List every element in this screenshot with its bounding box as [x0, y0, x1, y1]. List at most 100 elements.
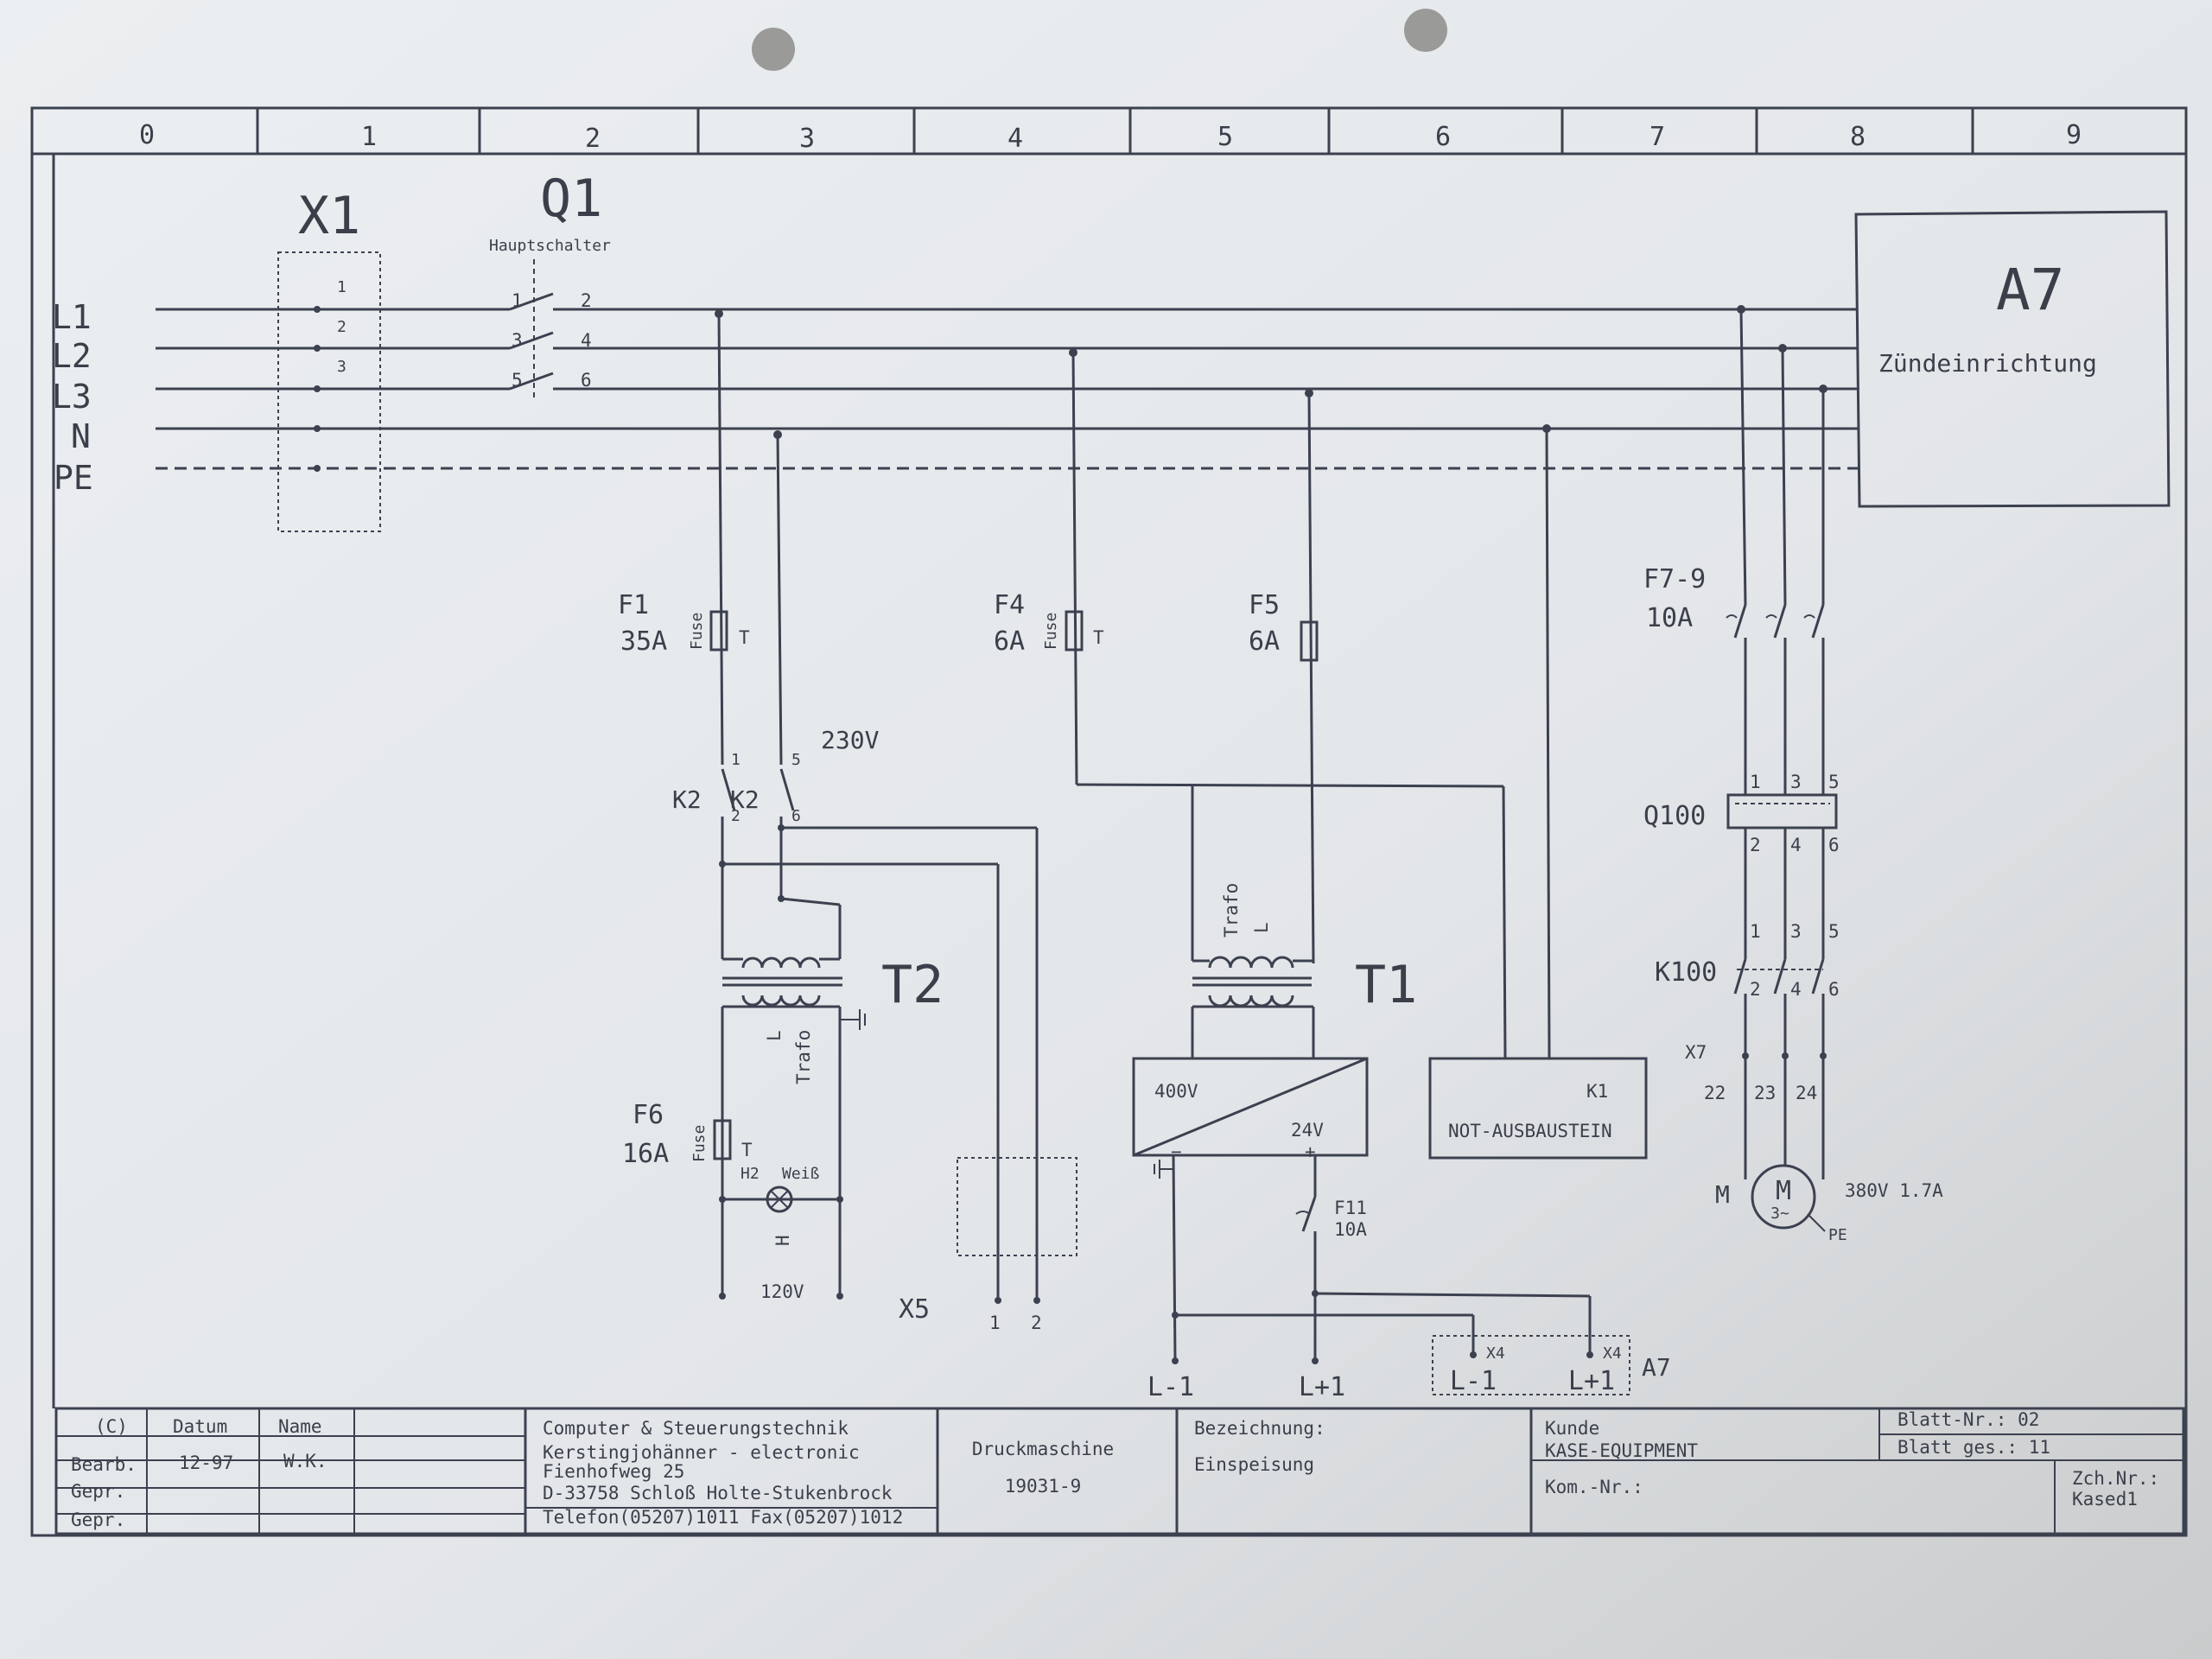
svg-text:400V: 400V — [1154, 1081, 1198, 1102]
zone-label: 0 — [139, 120, 155, 150]
svg-text:L: L — [764, 1030, 785, 1041]
svg-text:X4: X4 — [1486, 1344, 1505, 1363]
svg-text:4: 4 — [581, 330, 592, 351]
bus-labels: L1 L2 L3 N PE — [52, 298, 93, 497]
svg-text:L-1: L-1 — [1450, 1366, 1497, 1396]
svg-text:Q100: Q100 — [1643, 801, 1706, 831]
svg-text:6: 6 — [1828, 979, 1840, 1000]
svg-text:Trafo: Trafo — [1221, 883, 1242, 938]
svg-text:1: 1 — [989, 1313, 1001, 1333]
fuse-f4 — [1065, 610, 1084, 652]
svg-text:5: 5 — [1828, 772, 1840, 792]
svg-text:16A: 16A — [622, 1139, 669, 1169]
svg-text:A7: A7 — [1642, 1353, 1671, 1382]
svg-text:5: 5 — [791, 751, 801, 769]
svg-text:X7: X7 — [1685, 1042, 1707, 1063]
svg-text:T: T — [741, 1140, 753, 1160]
t2-title: T2 — [881, 955, 944, 1015]
svg-text:5: 5 — [512, 370, 523, 391]
power-bus — [156, 306, 1858, 472]
svg-text:6: 6 — [1828, 835, 1840, 855]
terminal-x5: X5 1 2 — [899, 1157, 1077, 1333]
svg-text:Telefon(05207)1011 Fax(05207)1: Telefon(05207)1011 Fax(05207)1012 — [543, 1507, 903, 1528]
power-supply — [1132, 1057, 1369, 1157]
svg-text:K2: K2 — [672, 785, 702, 814]
a7-name: Zündeinrichtung — [1878, 349, 2097, 378]
svg-text:Bezeichnung:: Bezeichnung: — [1194, 1418, 1325, 1439]
svg-text:2: 2 — [731, 807, 741, 825]
svg-text:120V: 120V — [760, 1281, 804, 1302]
svg-text:Kom.-Nr.:: Kom.-Nr.: — [1545, 1477, 1643, 1497]
svg-text:M: M — [1776, 1176, 1791, 1206]
svg-text:Blatt ges.: 11: Blatt ges.: 11 — [1897, 1437, 2050, 1458]
bus-label-l1: L1 — [52, 298, 92, 336]
fuse-f6 — [713, 1119, 732, 1160]
svg-text:3: 3 — [1790, 921, 1802, 942]
a7-title: A7 — [1996, 257, 2064, 323]
terminal-block-x1: X1 1 2 3 — [277, 186, 381, 532]
svg-text:F11: F11 — [1334, 1198, 1367, 1218]
svg-text:22: 22 — [1704, 1083, 1726, 1103]
terminal-x4: X4 X4 L-1 L+1 A7 — [1432, 1335, 1671, 1396]
svg-text:KASE-EQUIPMENT: KASE-EQUIPMENT — [1545, 1440, 1698, 1461]
svg-text:23: 23 — [1754, 1083, 1776, 1103]
svg-text:10A: 10A — [1334, 1219, 1367, 1240]
svg-text:Fuse: Fuse — [690, 1125, 709, 1162]
svg-text:230V: 230V — [821, 726, 880, 754]
branch-t2: F1 35A Fuse T K2 K2 1 2 5 6 230V T2 Traf… — [618, 309, 1039, 1302]
svg-text:Gepr.: Gepr. — [71, 1510, 125, 1530]
bus-label-n: N — [71, 417, 91, 455]
svg-text:1: 1 — [512, 290, 523, 311]
svg-text:X5: X5 — [899, 1294, 930, 1325]
svg-text:2: 2 — [1031, 1313, 1042, 1333]
svg-text:Kased1: Kased1 — [2072, 1489, 2138, 1510]
bus-label-pe: PE — [54, 459, 93, 497]
svg-text:3~: 3~ — [1770, 1205, 1789, 1223]
svg-text:Kunde: Kunde — [1545, 1418, 1599, 1439]
zone-label: 1 — [361, 122, 377, 152]
fuse-f1 — [709, 610, 728, 652]
zone-label: 8 — [1850, 122, 1866, 152]
svg-text:2: 2 — [581, 290, 592, 311]
svg-text:L+1: L+1 — [1299, 1372, 1345, 1402]
zone-label: 9 — [2066, 120, 2082, 150]
svg-text:L: L — [1251, 922, 1272, 933]
svg-text:NOT-AUSBAUSTEIN: NOT-AUSBAUSTEIN — [1448, 1121, 1612, 1141]
svg-text:6: 6 — [791, 807, 801, 825]
zone-label: 2 — [585, 124, 601, 154]
svg-text:Fienhofweg 25: Fienhofweg 25 — [543, 1461, 684, 1482]
svg-text:Gepr.: Gepr. — [71, 1481, 125, 1502]
q1-subtitle: Hauptschalter — [489, 237, 611, 255]
svg-text:35A: 35A — [620, 626, 667, 657]
svg-text:10A: 10A — [1646, 603, 1693, 633]
svg-text:Fuse: Fuse — [688, 613, 706, 650]
svg-text:L+1: L+1 — [1568, 1366, 1615, 1396]
punch-hole — [1404, 9, 1447, 52]
zone-label: 4 — [1007, 124, 1023, 154]
svg-text:4: 4 — [1790, 835, 1802, 855]
svg-text:W.K.: W.K. — [283, 1451, 327, 1471]
svg-text:Druckmaschine: Druckmaschine — [972, 1439, 1114, 1459]
svg-text:3: 3 — [1790, 772, 1802, 792]
svg-text:F7-9: F7-9 — [1643, 564, 1706, 594]
svg-text:PE: PE — [1828, 1226, 1847, 1244]
zone-label: 6 — [1435, 122, 1451, 152]
zone-header: 0 1 2 3 4 5 6 7 8 9 — [139, 108, 2082, 154]
svg-text:F4: F4 — [994, 590, 1025, 620]
svg-text:H: H — [772, 1235, 793, 1246]
svg-text:3: 3 — [512, 330, 523, 351]
svg-text:F6: F6 — [632, 1100, 664, 1130]
svg-text:4: 4 — [1790, 979, 1802, 1000]
motor-branch: F7-9 10A Q100 1 3 5 2 4 6 K100 1 3 5 2 4… — [1643, 305, 1943, 1244]
svg-text:Computer & Steuerungstechnik: Computer & Steuerungstechnik — [543, 1418, 849, 1439]
svg-text:M: M — [1715, 1180, 1730, 1209]
svg-text:24: 24 — [1796, 1083, 1817, 1103]
svg-text:Fuse: Fuse — [1042, 613, 1060, 650]
svg-text:Trafo: Trafo — [793, 1030, 814, 1084]
svg-text:Name: Name — [278, 1416, 322, 1437]
svg-text:X4: X4 — [1603, 1344, 1622, 1363]
svg-text:T: T — [739, 627, 750, 648]
svg-text:Blatt-Nr.: 02: Blatt-Nr.: 02 — [1897, 1409, 2039, 1430]
svg-text:Kerstingjohänner - electronic: Kerstingjohänner - electronic — [543, 1442, 860, 1463]
